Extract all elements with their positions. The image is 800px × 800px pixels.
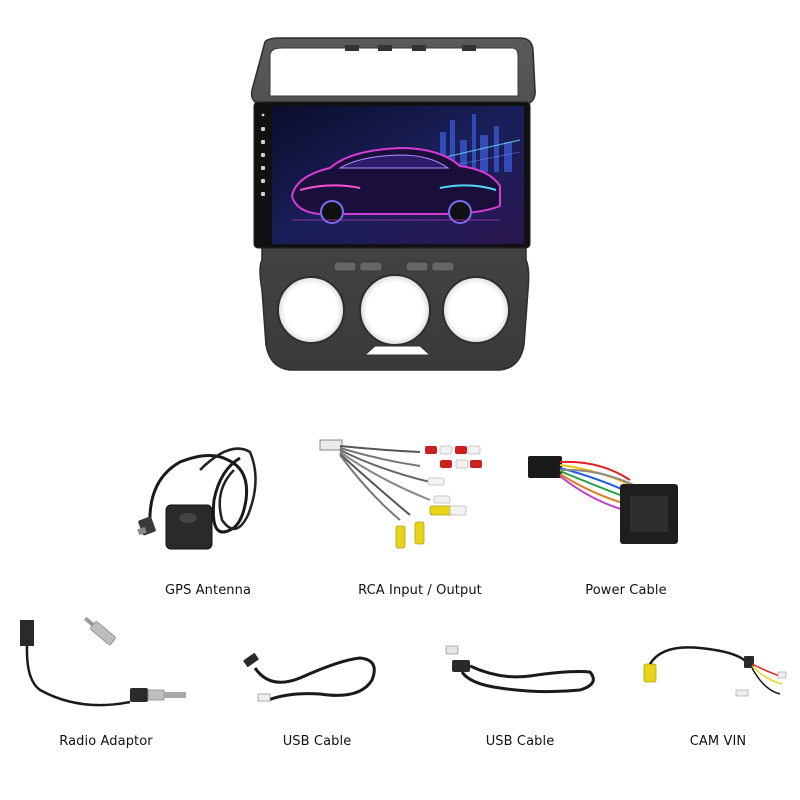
city-skyline: [440, 114, 512, 172]
rca-plugs-yellow: [395, 505, 467, 549]
gps-antenna: [137, 447, 257, 550]
climate-buttons: [333, 261, 455, 272]
usb-cable-2: [445, 645, 595, 694]
label-usb-cable-1: USB Cable: [282, 734, 352, 749]
label-rca-input-output: RCA Input / Output: [358, 583, 482, 598]
car-graphic: [290, 146, 501, 224]
antenna-adaptor-icon: [84, 616, 116, 645]
head-unit: [250, 37, 536, 371]
vent-holes: [277, 274, 510, 346]
power-cable: [528, 456, 678, 544]
cam-vin-cable: [643, 646, 787, 697]
label-power-cable: Power Cable: [585, 583, 667, 598]
label-cam-vin: CAM VIN: [689, 734, 747, 749]
label-radio-adaptor: Radio Adaptor: [59, 734, 153, 749]
label-usb-cable-2: USB Cable: [485, 734, 555, 749]
rca-cable: [319, 439, 482, 549]
side-buttons-icon: [261, 113, 265, 196]
label-gps-antenna: GPS Antenna: [164, 583, 252, 598]
usb-cable-1: [243, 653, 376, 702]
rca-plugs-top: [425, 445, 482, 469]
radio-adaptor: [20, 616, 186, 707]
